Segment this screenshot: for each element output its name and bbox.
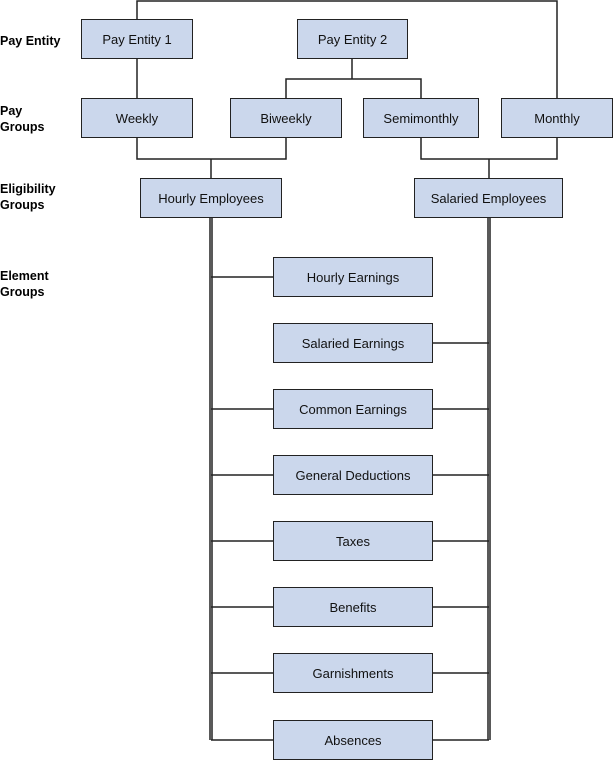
pay-group-biweekly-box: Biweekly bbox=[230, 98, 342, 138]
pay-group-weekly-box: Weekly bbox=[81, 98, 193, 138]
eligibility-hourly-box: Hourly Employees bbox=[140, 178, 282, 218]
element-salaried-earnings-box: Salaried Earnings bbox=[273, 323, 433, 363]
connector-line bbox=[420, 138, 558, 160]
connector-line bbox=[136, 0, 558, 98]
eligibility-salaried-box: Salaried Employees bbox=[414, 178, 563, 218]
element-general-deductions-box: General Deductions bbox=[273, 455, 433, 495]
row-label-element-groups: Element Groups bbox=[0, 269, 49, 299]
element-absences-box: Absences bbox=[273, 720, 433, 760]
row-label-pay-entity: Pay Entity bbox=[0, 34, 61, 48]
element-garnishments-box: Garnishments bbox=[273, 653, 433, 693]
row-label-eligibility-groups: Eligibility Groups bbox=[0, 182, 56, 212]
element-hourly-earnings-box: Hourly Earnings bbox=[273, 257, 433, 297]
element-taxes-box: Taxes bbox=[273, 521, 433, 561]
pay-group-semimonthly-box: Semimonthly bbox=[363, 98, 479, 138]
row-label-pay-groups: Pay Groups bbox=[0, 104, 45, 134]
connector-line bbox=[285, 78, 422, 98]
pay-group-monthly-box: Monthly bbox=[501, 98, 613, 138]
pay-entity-1-box: Pay Entity 1 bbox=[81, 19, 193, 59]
pay-entity-2-box: Pay Entity 2 bbox=[297, 19, 408, 59]
element-benefits-box: Benefits bbox=[273, 587, 433, 627]
element-common-earnings-box: Common Earnings bbox=[273, 389, 433, 429]
connector-line bbox=[136, 138, 287, 160]
